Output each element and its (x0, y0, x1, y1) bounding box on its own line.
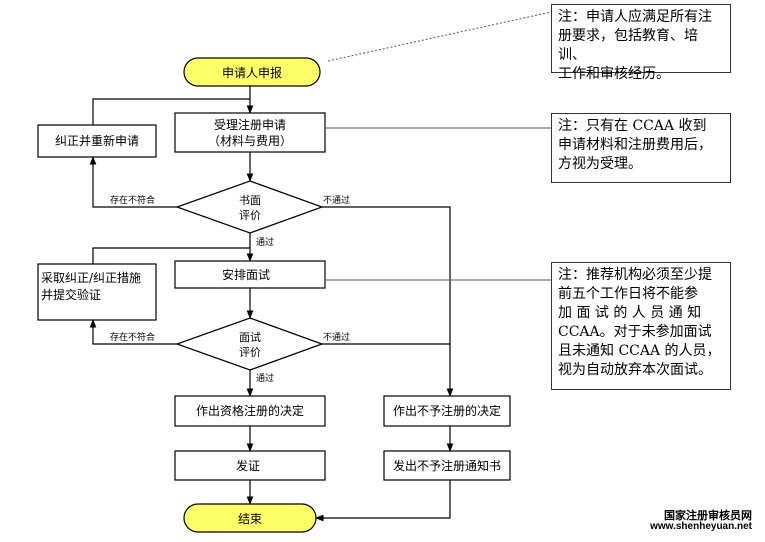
written-review-nonconform-label: 存在不符合 (110, 194, 155, 206)
arrange-interview-box (174, 260, 326, 289)
end-label: 结束 (238, 512, 262, 526)
issue-certificate-box (174, 450, 326, 481)
note-applicant-requirements: 注：申请人应满足所有注 册要求，包括教育、培训、 工作和审核经历。 (551, 4, 731, 82)
correct-reapply-box (37, 124, 157, 158)
start-label: 申请人申报 (222, 65, 282, 80)
written-review-diamond (175, 180, 324, 234)
corrective-action-label-1: 采取纠正/纠正措施 (41, 271, 141, 285)
start-terminal (183, 57, 321, 87)
watermark-site-name: 国家注册审核员网 (664, 510, 752, 522)
issue-certificate-label: 发证 (236, 458, 260, 473)
corrective-action-box (37, 263, 157, 321)
correct-reapply-label: 纠正并重新申请 (55, 133, 139, 148)
approve-decision-box (174, 395, 326, 427)
note1-leader (327, 11, 552, 62)
interview-review-label-1: 面试 (239, 331, 261, 344)
reject-notice-label: 发出不予注册通知书 (393, 458, 501, 473)
arrow-written-review-fail (322, 206, 454, 397)
reject-notice-box (383, 450, 511, 481)
accept-application-label: 受理注册申请 (214, 117, 286, 132)
written-review-label-2: 评价 (239, 209, 261, 222)
reject-decision-label: 作出不予注册的决定 (393, 403, 501, 418)
written-review-pass-label: 通过 (256, 236, 274, 248)
interview-review-diamond (175, 317, 324, 371)
note-acceptance-condition: 注：只有在 CCAA 收到 申请材料和注册费用后， 方视为受理。 (551, 113, 731, 183)
interview-review-nonconform-label: 存在不符合 (110, 331, 155, 343)
arrow-corrective-loop (92, 247, 250, 264)
accept-application-sublabel: （材料与费用） (208, 134, 292, 148)
note-interview-absence: 注：推荐机构必须至少提 前五个工作日将不能参 加 面 试 的 人 员 通 知 C… (551, 262, 731, 390)
written-review-label-1: 书面 (239, 194, 261, 207)
interview-review-label-2: 评价 (239, 346, 261, 359)
corrective-action-label-2: 并提交验证 (41, 287, 101, 302)
watermark-url: www.shenheyuan.net (650, 521, 752, 532)
written-review-fail-label: 不通过 (323, 194, 350, 206)
arrow-written-review-nonconform (89, 156, 177, 208)
arrow-notice-to-end (315, 480, 451, 522)
interview-review-fail-label: 不通过 (323, 331, 350, 343)
arrange-interview-label: 安排面试 (222, 267, 270, 282)
reject-decision-box (383, 395, 511, 427)
approve-decision-label: 作出资格注册的决定 (196, 403, 304, 418)
arrow-interview-review-nonconform (89, 319, 177, 345)
arrow-reapply-loop (92, 98, 250, 125)
accept-application-box (174, 112, 326, 153)
end-terminal (183, 503, 317, 533)
interview-review-pass-label: 通过 (256, 372, 274, 384)
